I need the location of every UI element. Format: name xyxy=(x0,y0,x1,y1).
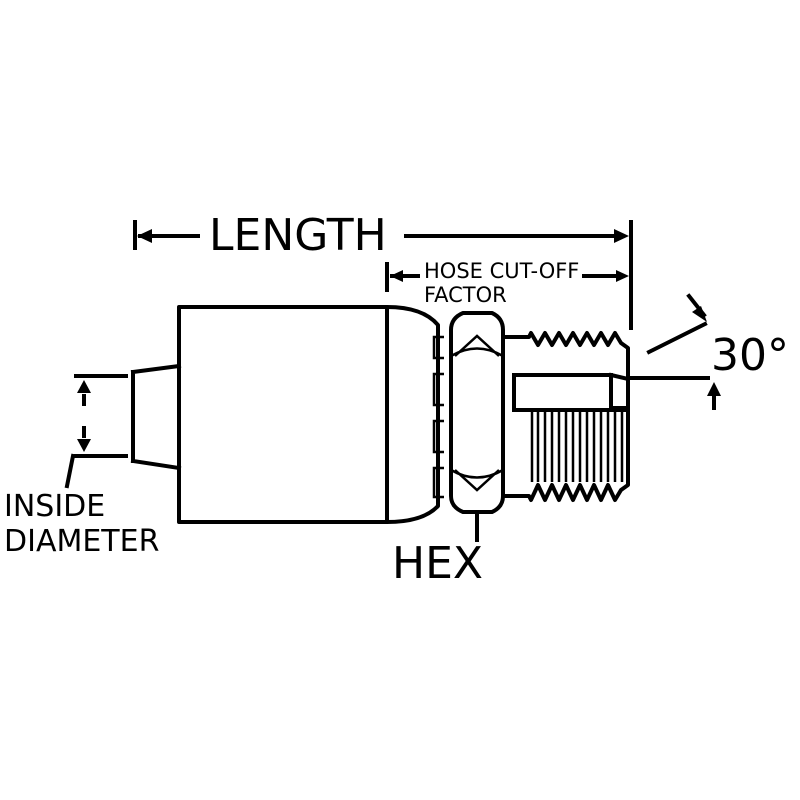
ferrule-body xyxy=(177,305,389,524)
length-right-arrow-icon xyxy=(614,229,629,243)
thread-hatching xyxy=(530,412,624,482)
angle-arrow-icon xyxy=(692,306,707,322)
angle-callout: 30° xyxy=(626,293,789,410)
inside-diameter-label-line2: DIAMETER xyxy=(4,524,159,559)
hose-cut-off-label-line2: FACTOR xyxy=(424,283,507,307)
angle-up-arrow-icon xyxy=(707,382,721,396)
length-label: LENGTH xyxy=(209,210,387,261)
hex-callout: HEX xyxy=(392,512,483,589)
cone-seat-line xyxy=(608,372,631,382)
ferrule-nose xyxy=(384,304,440,525)
length-left-arrow-icon xyxy=(137,229,152,243)
male-pipe-thread xyxy=(501,331,631,502)
hose-cut-off-dimension: HOSE CUT-OFF FACTOR xyxy=(385,259,629,307)
inside-diameter-callout: INSIDE DIAMETER xyxy=(4,374,159,559)
id-label-leader xyxy=(64,453,76,489)
cut-off-right-arrow-icon xyxy=(616,270,629,282)
crimp-marks xyxy=(432,335,444,499)
hose-cut-off-label-line1: HOSE CUT-OFF xyxy=(424,259,579,283)
id-down-arrow-icon xyxy=(77,439,91,452)
angle-label: 30° xyxy=(711,330,789,381)
hex-label: HEX xyxy=(392,538,483,589)
hose-insert-stub xyxy=(130,363,182,471)
id-up-arrow-icon xyxy=(77,380,91,393)
angle-slope-line xyxy=(646,321,708,355)
inside-diameter-label-line1: INSIDE xyxy=(4,489,105,524)
length-dimension: LENGTH xyxy=(133,210,633,330)
hex-nut xyxy=(449,311,505,514)
cut-off-left-arrow-icon xyxy=(390,270,403,282)
